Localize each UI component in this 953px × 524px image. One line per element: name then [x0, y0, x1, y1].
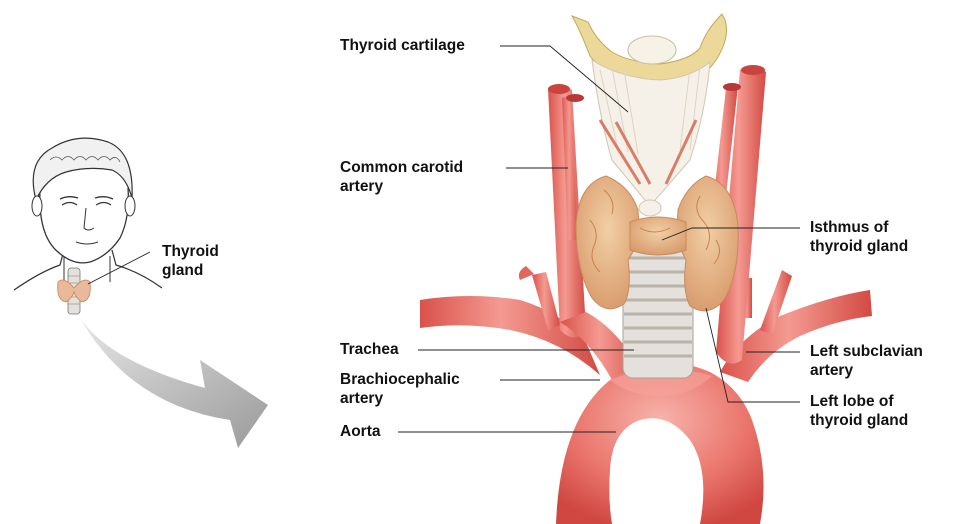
label-trachea: Trachea [340, 340, 399, 359]
thyroid-isthmus [630, 217, 686, 255]
label-isthmus-of-thyroid-gland: Isthmus of thyroid gland [810, 218, 908, 256]
anatomy-illustration [420, 14, 872, 524]
label-brachiocephalic-artery: Brachiocephalic artery [340, 370, 460, 408]
right-ear [125, 196, 135, 216]
label-common-carotid-artery: Common carotid artery [340, 158, 463, 196]
left-ear [32, 196, 42, 216]
label-thyroid-gland: Thyroid gland [162, 242, 219, 280]
label-left-subclavian-artery: Left subclavian artery [810, 342, 923, 380]
label-thyroid-cartilage: Thyroid cartilage [340, 36, 465, 55]
label-aorta: Aorta [340, 422, 380, 441]
head-figure [14, 138, 162, 314]
curved-arrow [80, 318, 268, 448]
label-left-lobe-of-thyroid-gland: Left lobe of thyroid gland [810, 392, 908, 430]
